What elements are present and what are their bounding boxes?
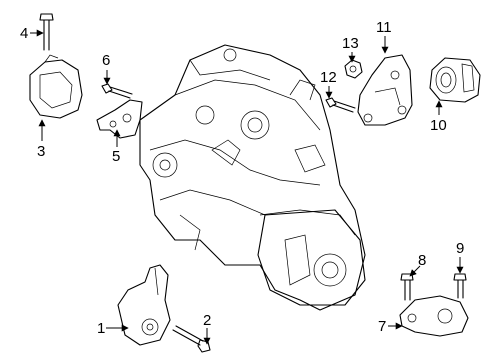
part-7-lower-right-mount <box>399 295 469 337</box>
part-4-bolt <box>39 13 54 51</box>
part-8-bolt <box>400 273 414 301</box>
part-1-lower-mount <box>117 264 171 346</box>
callout-2: 2 <box>203 312 211 345</box>
part-12-bolt <box>325 97 356 113</box>
callout-12: 12 <box>320 69 337 99</box>
callout-5: 5 <box>112 129 121 165</box>
callout-label: 6 <box>102 52 110 69</box>
callout-label: 1 <box>97 320 105 337</box>
callout-label: 4 <box>20 25 28 42</box>
part-10-insulator <box>429 57 481 103</box>
callout-9: 9 <box>456 240 464 274</box>
part-11-upper-right-bracket <box>357 54 413 126</box>
callout-label: 11 <box>376 19 392 36</box>
callout-6: 6 <box>102 52 111 85</box>
part-6-bolt <box>101 83 133 99</box>
callout-label: 13 <box>342 35 359 52</box>
engine-assembly <box>139 44 366 311</box>
callout-13: 13 <box>342 35 359 63</box>
callout-4: 4 <box>20 25 44 42</box>
part-9-bolt <box>453 273 467 299</box>
callout-1: 1 <box>97 320 129 337</box>
callout-label: 8 <box>418 252 426 269</box>
part-3-upper-left-mount <box>29 54 83 119</box>
part-13-clip <box>344 59 363 79</box>
callout-label: 2 <box>203 312 211 329</box>
callout-3: 3 <box>37 119 46 160</box>
part-5-bracket <box>96 99 143 139</box>
callout-label: 10 <box>430 117 447 134</box>
callout-7: 7 <box>378 318 403 335</box>
callout-label: 12 <box>320 69 337 86</box>
callout-11: 11 <box>376 19 392 54</box>
part-2-bolt <box>172 325 211 353</box>
callout-8: 8 <box>409 252 426 277</box>
callout-label: 7 <box>378 318 386 335</box>
callout-label: 5 <box>112 148 120 165</box>
callout-label: 9 <box>456 240 464 257</box>
callout-label: 3 <box>37 143 45 160</box>
callout-10: 10 <box>430 100 447 134</box>
